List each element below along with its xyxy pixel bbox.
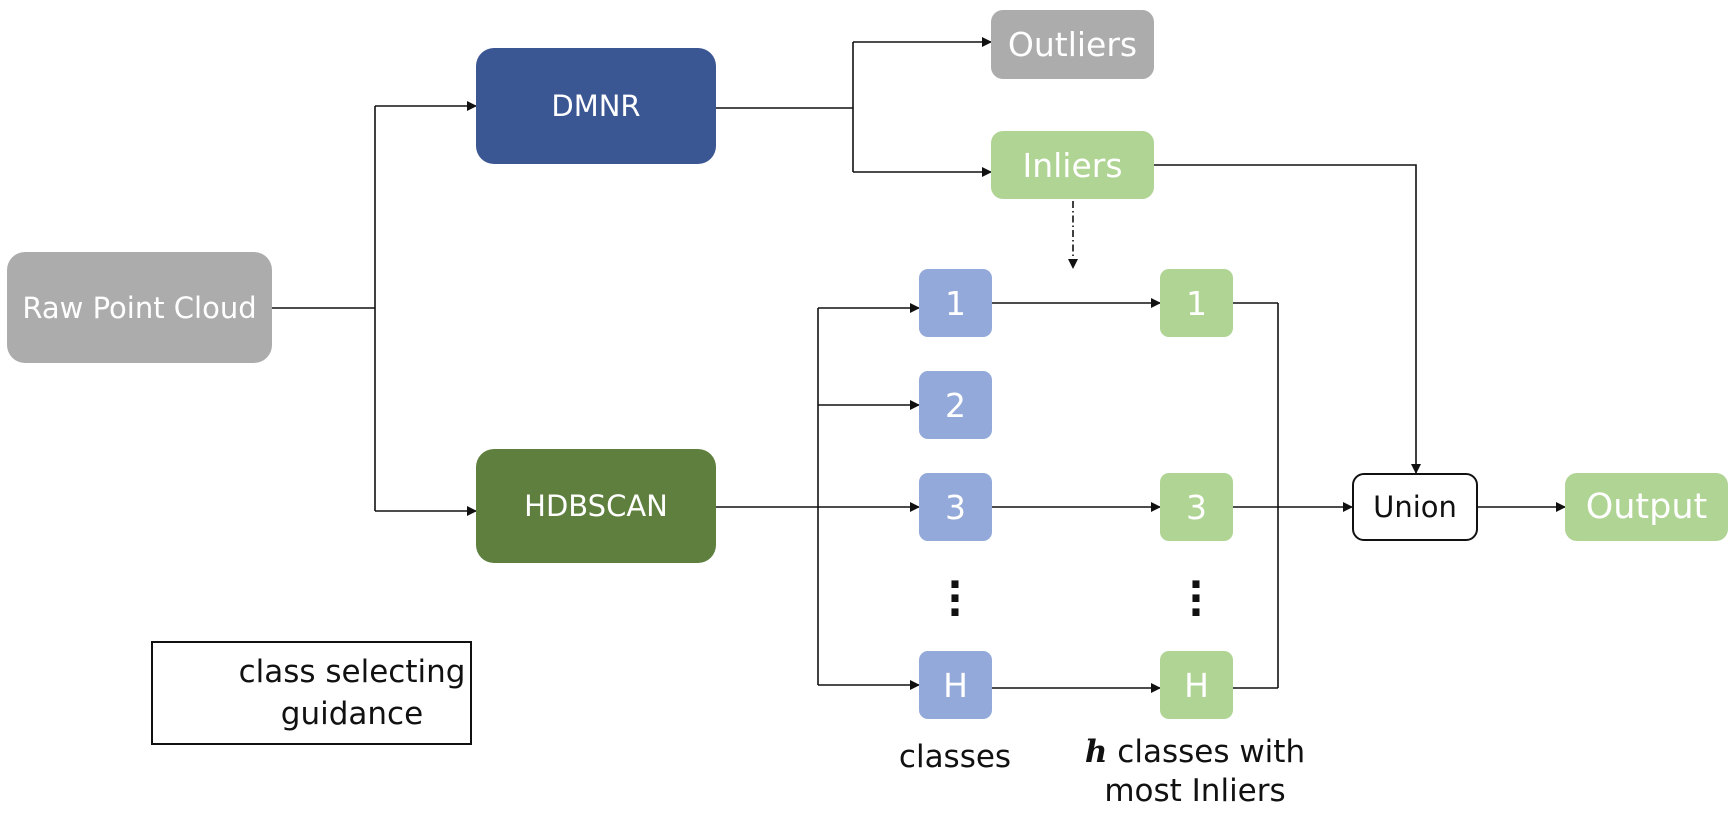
outliers-box: Outliers: [991, 10, 1154, 79]
selected-caption-line2: most Inliers: [1104, 773, 1286, 809]
legend-box: class selecting guidance: [151, 641, 472, 745]
h-variable: h: [1084, 734, 1108, 770]
legend-text: class selecting guidance: [238, 651, 466, 735]
dmnr-box: DMNR: [476, 48, 716, 164]
raw-point-cloud-box: Raw Point Cloud: [7, 252, 272, 363]
hdbscan-box: HDBSCAN: [476, 449, 716, 563]
selected-box-h: H: [1160, 651, 1233, 719]
legend-line1: class selecting: [238, 654, 466, 690]
classes-ellipsis-icon: ···: [947, 562, 963, 636]
class-box-2: 2: [919, 371, 992, 439]
class-box-1: 1: [919, 269, 992, 337]
selected-classes-caption: h classes with most Inliers: [1060, 733, 1330, 811]
classes-caption: classes: [898, 739, 1012, 775]
union-box: Union: [1352, 473, 1478, 541]
output-box: Output: [1565, 473, 1728, 541]
selected-box-3: 3: [1160, 473, 1233, 541]
selected-caption-rest: classes with: [1107, 734, 1306, 770]
class-box-3: 3: [919, 473, 992, 541]
legend-line2: guidance: [280, 696, 424, 732]
selected-caption-line1: h classes with: [1060, 733, 1330, 772]
inliers-box: Inliers: [991, 131, 1154, 199]
class-box-h: H: [919, 651, 992, 719]
connector-inliers-to-union: [1154, 164, 1421, 474]
selected-box-1: 1: [1160, 269, 1233, 337]
selected-ellipsis-icon: ···: [1188, 562, 1204, 636]
